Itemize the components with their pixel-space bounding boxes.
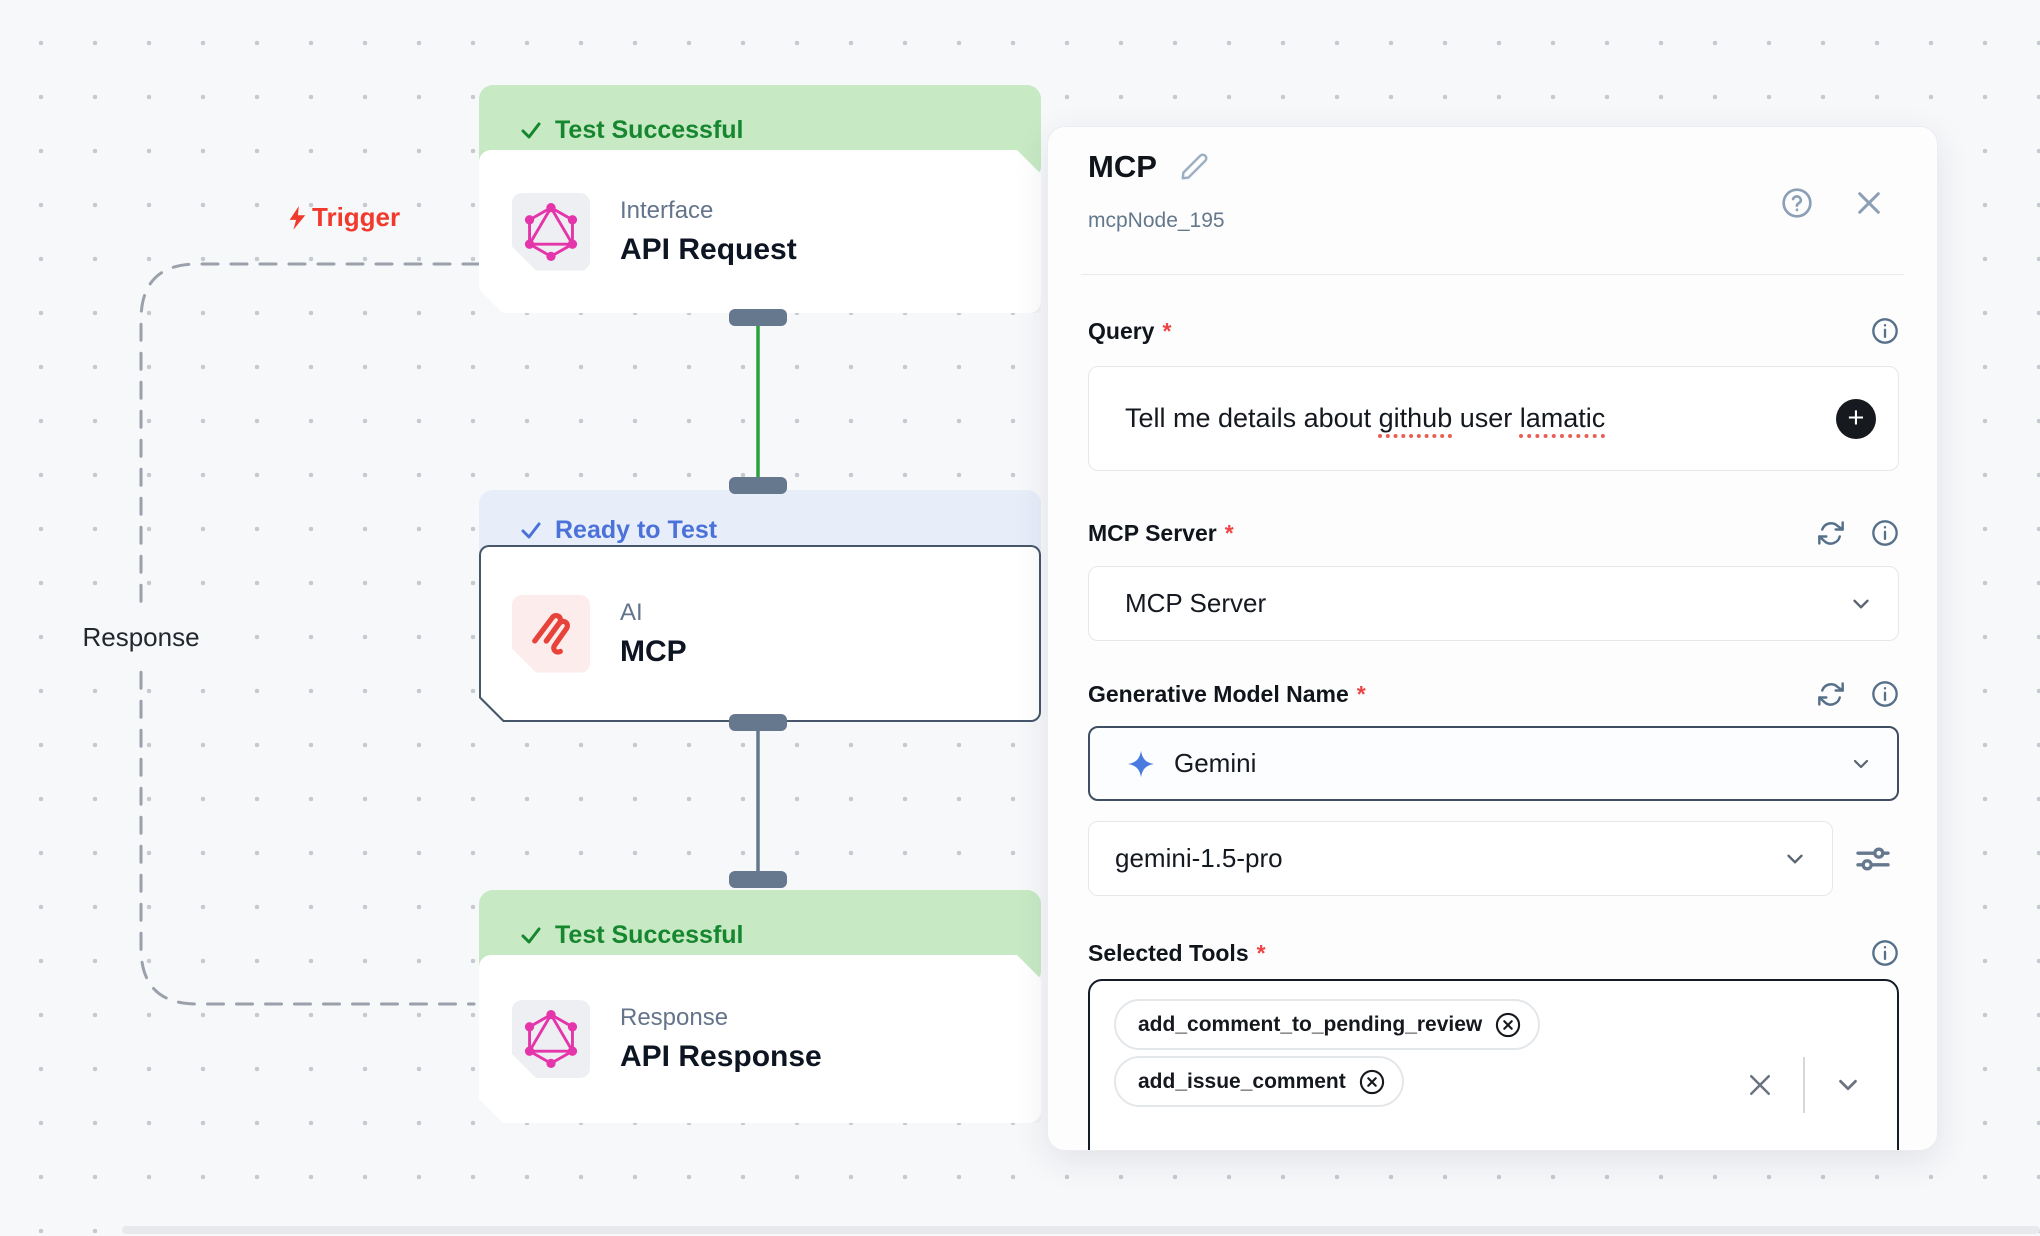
- chevron-down-icon: [1853, 599, 1869, 608]
- required-marker: *: [1162, 317, 1172, 344]
- refresh-icon[interactable]: [1817, 680, 1845, 708]
- info-icon[interactable]: [1871, 939, 1899, 967]
- close-icon[interactable]: [1853, 187, 1885, 219]
- required-marker: *: [1356, 680, 1366, 707]
- connector-handle-target-mcp[interactable]: [729, 477, 787, 494]
- tool-tag: add_comment_to_pending_review: [1114, 999, 1541, 1050]
- lightning-bolt-icon: [289, 205, 306, 230]
- info-icon[interactable]: [1871, 680, 1899, 708]
- query-value: Tell me details about github user lamati…: [1125, 403, 1606, 433]
- node-mcp[interactable]: Ready to Test AI MCP: [479, 490, 1041, 725]
- check-icon: [521, 122, 541, 139]
- selected-tools-label: Selected Tools: [1088, 939, 1249, 966]
- controls-divider: [1803, 1057, 1805, 1113]
- chevron-down-icon: [1787, 854, 1803, 863]
- horizontal-scrollbar[interactable]: [122, 1226, 2040, 1234]
- info-icon[interactable]: [1871, 317, 1899, 345]
- node-category: Interface: [620, 196, 714, 224]
- connector-handle-target-response[interactable]: [729, 871, 787, 888]
- graphql-icon: [512, 193, 590, 271]
- model-settings-button[interactable]: [1853, 839, 1893, 879]
- panel-title: MCP: [1088, 149, 1157, 184]
- check-icon: [521, 522, 541, 539]
- model-provider-value: Gemini: [1174, 748, 1257, 778]
- connector-handle-source-mcp[interactable]: [729, 714, 787, 731]
- node-status-text: Test Successful: [555, 920, 744, 949]
- gemini-sparkle-icon: [1127, 750, 1155, 777]
- required-marker: *: [1256, 939, 1266, 966]
- node-card[interactable]: Interface API Request: [479, 150, 1041, 313]
- node-category: Response: [620, 1004, 729, 1031]
- node-title: API Request: [620, 232, 797, 266]
- model-name-label: Generative Model Name: [1088, 680, 1349, 707]
- selected-tools-multiselect[interactable]: add_comment_to_pending_review add_issue_…: [1088, 979, 1899, 1150]
- required-marker: *: [1224, 519, 1234, 546]
- node-card[interactable]: Response API Response: [479, 955, 1041, 1123]
- chevron-down-icon[interactable]: [1833, 1070, 1863, 1100]
- x-circle-icon[interactable]: [1358, 1068, 1386, 1096]
- mcp-server-select[interactable]: MCP Server: [1088, 566, 1899, 641]
- trigger-label: Trigger: [286, 202, 400, 233]
- model-name-value: gemini-1.5-pro: [1115, 843, 1283, 873]
- check-icon: [521, 927, 541, 944]
- chevron-down-icon: [1853, 759, 1869, 768]
- node-status-text: Test Successful: [555, 115, 744, 144]
- refresh-icon[interactable]: [1817, 519, 1845, 547]
- clear-all-icon[interactable]: [1745, 1070, 1775, 1100]
- node-status-text: Ready to Test: [555, 515, 718, 544]
- node-id-label: mcpNode_195: [1088, 209, 1225, 232]
- query-input[interactable]: Tell me details about github user lamati…: [1088, 366, 1899, 471]
- node-title: API Response: [620, 1040, 822, 1073]
- header-divider: [1081, 274, 1904, 275]
- add-variable-button[interactable]: +: [1836, 398, 1876, 439]
- model-provider-select[interactable]: Gemini: [1088, 726, 1899, 801]
- node-card[interactable]: AI MCP: [479, 545, 1041, 722]
- node-title: MCP: [620, 634, 687, 668]
- response-label: Response: [71, 611, 211, 663]
- connector-handle-source-request[interactable]: [729, 309, 787, 326]
- info-icon[interactable]: [1871, 519, 1899, 547]
- mcp-icon: [512, 595, 590, 673]
- help-icon[interactable]: [1781, 187, 1813, 219]
- mcp-server-label: MCP Server: [1088, 519, 1217, 546]
- model-name-select[interactable]: gemini-1.5-pro: [1088, 821, 1833, 896]
- filter-sliders-icon: [1856, 847, 1890, 871]
- node-category: AI: [620, 598, 643, 626]
- mcp-config-panel: MCP mcpNode_195 Query * Tell me details …: [1047, 126, 1938, 1151]
- x-circle-icon[interactable]: [1494, 1011, 1522, 1039]
- graphql-icon: [512, 1000, 590, 1078]
- tool-tag: add_issue_comment: [1114, 1056, 1404, 1107]
- trigger-label-text: Trigger: [312, 202, 401, 232]
- edit-pencil-icon[interactable]: [1179, 152, 1209, 182]
- query-label: Query: [1088, 317, 1155, 344]
- node-api-response[interactable]: Test Successful Response API Response: [479, 890, 1041, 1130]
- response-label-text: Response: [82, 621, 200, 652]
- node-api-request[interactable]: Test Successful Interface API Request: [479, 85, 1041, 325]
- mcp-server-value: MCP Server: [1125, 588, 1267, 618]
